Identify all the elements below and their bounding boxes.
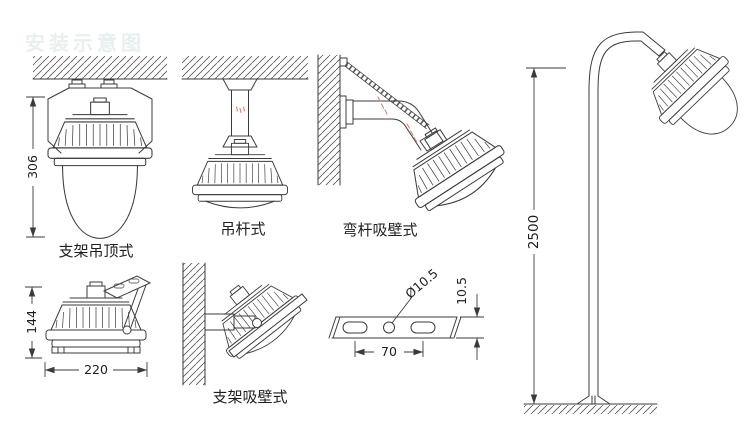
wall-arm-end bbox=[233, 315, 256, 329]
diagram-mounting-plate: Ø10.5 10.5 70 bbox=[328, 266, 484, 360]
lamp-illustration bbox=[47, 97, 153, 239]
ground bbox=[523, 403, 658, 414]
caption-bent-rod-wall: 弯杆吸壁式 bbox=[342, 221, 417, 239]
diagram-pole-mount: 2500 bbox=[523, 23, 738, 414]
dim-144-label: 144 bbox=[24, 310, 39, 334]
pole-base bbox=[576, 395, 611, 405]
glass-dome bbox=[680, 77, 738, 135]
dim-306-label: 306 bbox=[25, 155, 40, 179]
lamp-bottom-edge bbox=[245, 315, 295, 354]
dimension-2500: 2500 bbox=[526, 67, 566, 404]
dim-220-label: 220 bbox=[84, 362, 108, 377]
caption-bracket-ceiling: 支架吊顶式 bbox=[58, 242, 133, 260]
diagram-side-view: 144 220 bbox=[24, 275, 152, 377]
lamp-illustration bbox=[192, 139, 288, 209]
dimension-306: 306 bbox=[25, 96, 45, 238]
rod-bottom-flange bbox=[222, 135, 258, 148]
pivot-bolt bbox=[122, 325, 132, 335]
dim-2500-label: 2500 bbox=[526, 215, 542, 249]
center-hole bbox=[383, 321, 395, 334]
side-bracket bbox=[102, 275, 152, 335]
dimension-hole-diameter: Ø10.5 bbox=[391, 266, 441, 324]
dim-70-label: 70 bbox=[381, 344, 397, 359]
lamp-illustration bbox=[386, 102, 510, 216]
lamp-illustration bbox=[45, 281, 147, 354]
pole bbox=[576, 31, 666, 405]
watermark-text: 安装示意图 bbox=[25, 31, 145, 55]
rod-top-flange bbox=[222, 78, 258, 91]
diagram-bent-rod-wall: 弯杆吸壁式 bbox=[317, 54, 510, 239]
dim-strip-height-label: 10.5 bbox=[454, 277, 469, 305]
arm-end-connector bbox=[419, 130, 444, 152]
ceiling-hatch bbox=[182, 56, 308, 79]
diagram-pendant-rod: 吊杆式 bbox=[181, 56, 309, 238]
wall-flange bbox=[339, 95, 347, 129]
wall-hatch bbox=[183, 263, 205, 385]
arm-accent-marks bbox=[377, 96, 418, 143]
lamp-illustration bbox=[627, 23, 738, 135]
ceiling-bracket bbox=[47, 87, 153, 154]
diagram-bracket-wall: 支架吸壁式 bbox=[182, 260, 308, 406]
lamp-bottom-edge bbox=[436, 167, 496, 207]
lamp-illustration bbox=[198, 260, 307, 363]
lamp-bottom-edge bbox=[205, 200, 275, 209]
side-bracket-band bbox=[228, 293, 308, 358]
diagram-bracket-ceiling: 306 支架吊顶式 bbox=[25, 56, 168, 260]
dimension-strip-height: 10.5 bbox=[454, 277, 484, 360]
caption-bracket-wall: 支架吸壁式 bbox=[212, 388, 287, 406]
glass-dome bbox=[62, 165, 138, 239]
pivot-bolt bbox=[252, 318, 262, 328]
dimension-220: 220 bbox=[44, 362, 148, 377]
caption-pendant-rod: 吊杆式 bbox=[220, 220, 265, 238]
slot-hole-left bbox=[342, 321, 368, 334]
wall-flange-inner bbox=[345, 99, 354, 125]
dimension-144: 144 bbox=[24, 286, 42, 359]
ceiling-bolts bbox=[68, 79, 118, 89]
wall-hatch bbox=[318, 55, 340, 185]
slot-hole-right bbox=[410, 321, 436, 334]
support-rod bbox=[339, 57, 430, 130]
dimension-70: 70 bbox=[354, 341, 424, 359]
dim-hole-diameter-label: Ø10.5 bbox=[402, 266, 441, 302]
rod-accent-marks bbox=[235, 106, 246, 114]
wall-arm bbox=[204, 313, 235, 331]
ceiling-hatch bbox=[33, 56, 167, 79]
